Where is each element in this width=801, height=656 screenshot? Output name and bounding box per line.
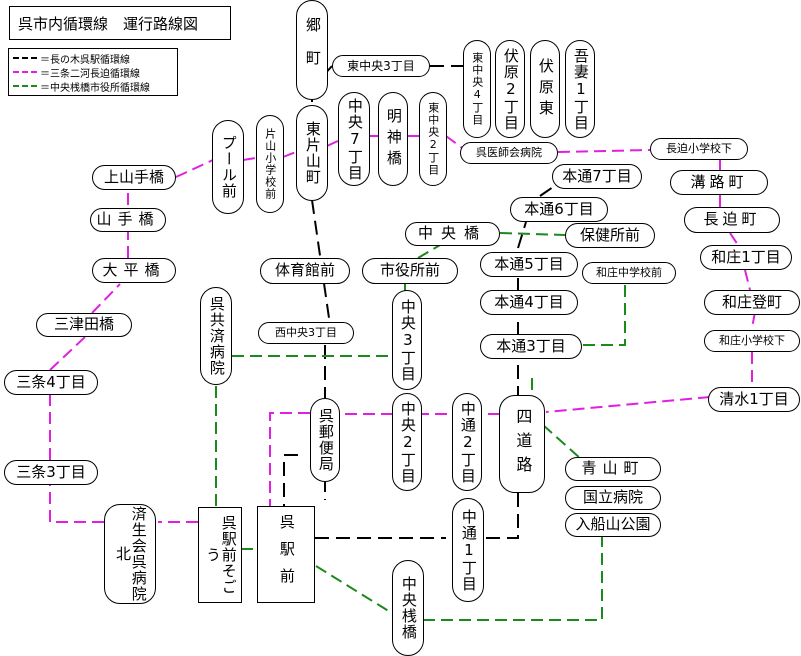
stop-chuo3[interactable]: 中央3丁目 <box>392 290 422 390</box>
stop-fushihara2[interactable]: 伏原2丁目 <box>495 40 525 138</box>
stop-chuosanbashi[interactable]: 中央桟橋 <box>392 560 424 656</box>
legend-label-black: ＝長の木呉駅循環線 <box>40 54 130 66</box>
stop-goucho[interactable]: 郷町 <box>296 0 328 100</box>
stop-mitsudabashi[interactable]: 三津田橋 <box>36 313 132 337</box>
stop-taiheibashi[interactable]: 大平橋 <box>92 258 176 283</box>
stop-nakadori1[interactable]: 中通1丁目 <box>452 498 484 602</box>
stop-sanjo4[interactable]: 三条4丁目 <box>4 370 98 395</box>
stop-hokenjo[interactable]: 保健所前 <box>565 223 655 248</box>
stop-washo1[interactable]: 和庄1丁目 <box>700 245 792 270</box>
map-title: 呉市内循環線 運行路線図 <box>9 6 231 40</box>
stop-kureekimae[interactable]: 呉駅前 <box>257 506 315 603</box>
stop-hondori6[interactable]: 本通6丁目 <box>510 197 608 222</box>
magenta-route <box>49 135 756 523</box>
stop-mizojicho[interactable]: 溝路町 <box>670 170 768 195</box>
stop-pool[interactable]: プール前 <box>212 120 244 214</box>
stop-shiyakusho[interactable]: 市役所前 <box>362 258 458 284</box>
legend-item-green: ＝中央桟橋市役所循環線 <box>13 79 173 94</box>
stop-kureyubin[interactable]: 呉郵便局 <box>310 398 340 482</box>
legend-item-black: ＝長の木呉駅循環線 <box>13 51 173 66</box>
legend-item-magenta: ＝三条二河長迫循環線 <box>13 65 173 80</box>
stop-yotsumichi[interactable]: 四道路 <box>499 395 545 493</box>
stop-chuo7[interactable]: 中央7丁目 <box>338 92 370 186</box>
stop-washochugakko[interactable]: 和庄中学校前 <box>582 262 676 284</box>
stop-hondori4[interactable]: 本通4丁目 <box>480 290 578 315</box>
legend-label-magenta: ＝三条二河長迫循環線 <box>40 68 140 80</box>
stop-chuo2[interactable]: 中央2丁目 <box>392 393 422 491</box>
stop-nakadori2[interactable]: 中通2丁目 <box>452 393 482 491</box>
legend-line-magenta <box>13 71 37 73</box>
stop-kureekimaesogo[interactable]: 呉駅前そごう <box>198 507 242 603</box>
stop-washonobori[interactable]: 和庄登町 <box>704 290 800 315</box>
stop-higashikatayama[interactable]: 東片山町 <box>296 105 328 201</box>
legend-line-black <box>13 57 37 59</box>
stop-hondori5[interactable]: 本通5丁目 <box>480 252 578 277</box>
legend-line-green <box>13 85 37 87</box>
stop-hondori3[interactable]: 本通3丁目 <box>480 334 582 359</box>
stop-shimizu1[interactable]: 清水1丁目 <box>708 387 800 412</box>
stop-nagasakoshogakko[interactable]: 長迫小学校下 <box>650 138 748 160</box>
stop-kokuritsubyoin[interactable]: 国立病院 <box>565 486 661 510</box>
stop-nagasakocho[interactable]: 長迫町 <box>684 207 780 233</box>
stop-higashichuo4[interactable]: 東中央4丁目 <box>463 40 491 138</box>
stop-saiseikai[interactable]: 済生会呉病院北 <box>104 504 156 604</box>
stop-aoyamacho[interactable]: 青山町 <box>565 457 661 481</box>
stop-hondori7[interactable]: 本通7丁目 <box>552 164 642 189</box>
stop-katayamashogakko[interactable]: 片山小学校前 <box>256 115 284 213</box>
legend-label-green: ＝中央桟橋市役所循環線 <box>40 82 150 94</box>
stop-irifuneyama[interactable]: 入船山公園 <box>565 513 661 537</box>
stop-myojinbashi[interactable]: 明神橋 <box>378 92 408 186</box>
stop-higashichuo2[interactable]: 東中央2丁目 <box>419 92 447 186</box>
stop-kurekyosai[interactable]: 呉共済病院 <box>200 287 232 385</box>
stop-higashichuo3[interactable]: 東中央3丁目 <box>332 55 430 77</box>
stop-chuobashi[interactable]: 中央橋 <box>405 222 500 246</box>
stop-fushiharahigashi[interactable]: 伏原東 <box>530 40 560 138</box>
stop-nishichuo3[interactable]: 西中央3丁目 <box>258 322 354 344</box>
stop-taiikukan[interactable]: 体育館前 <box>260 258 350 284</box>
stop-kureishikaibyoin[interactable]: 呉医師会病院 <box>460 142 558 164</box>
stop-yamatebashi[interactable]: 山手橋 <box>90 208 166 232</box>
stop-washoshogakko[interactable]: 和庄小学校下 <box>704 330 800 352</box>
legend: ＝長の木呉駅循環線 ＝三条二河長迫循環線 ＝中央桟橋市役所循環線 <box>8 48 178 96</box>
stop-sanjo3[interactable]: 三条3丁目 <box>4 460 98 485</box>
stop-azuma1[interactable]: 吾妻1丁目 <box>565 40 595 138</box>
stop-kamiyamatebashi[interactable]: 上山手橋 <box>92 165 176 190</box>
